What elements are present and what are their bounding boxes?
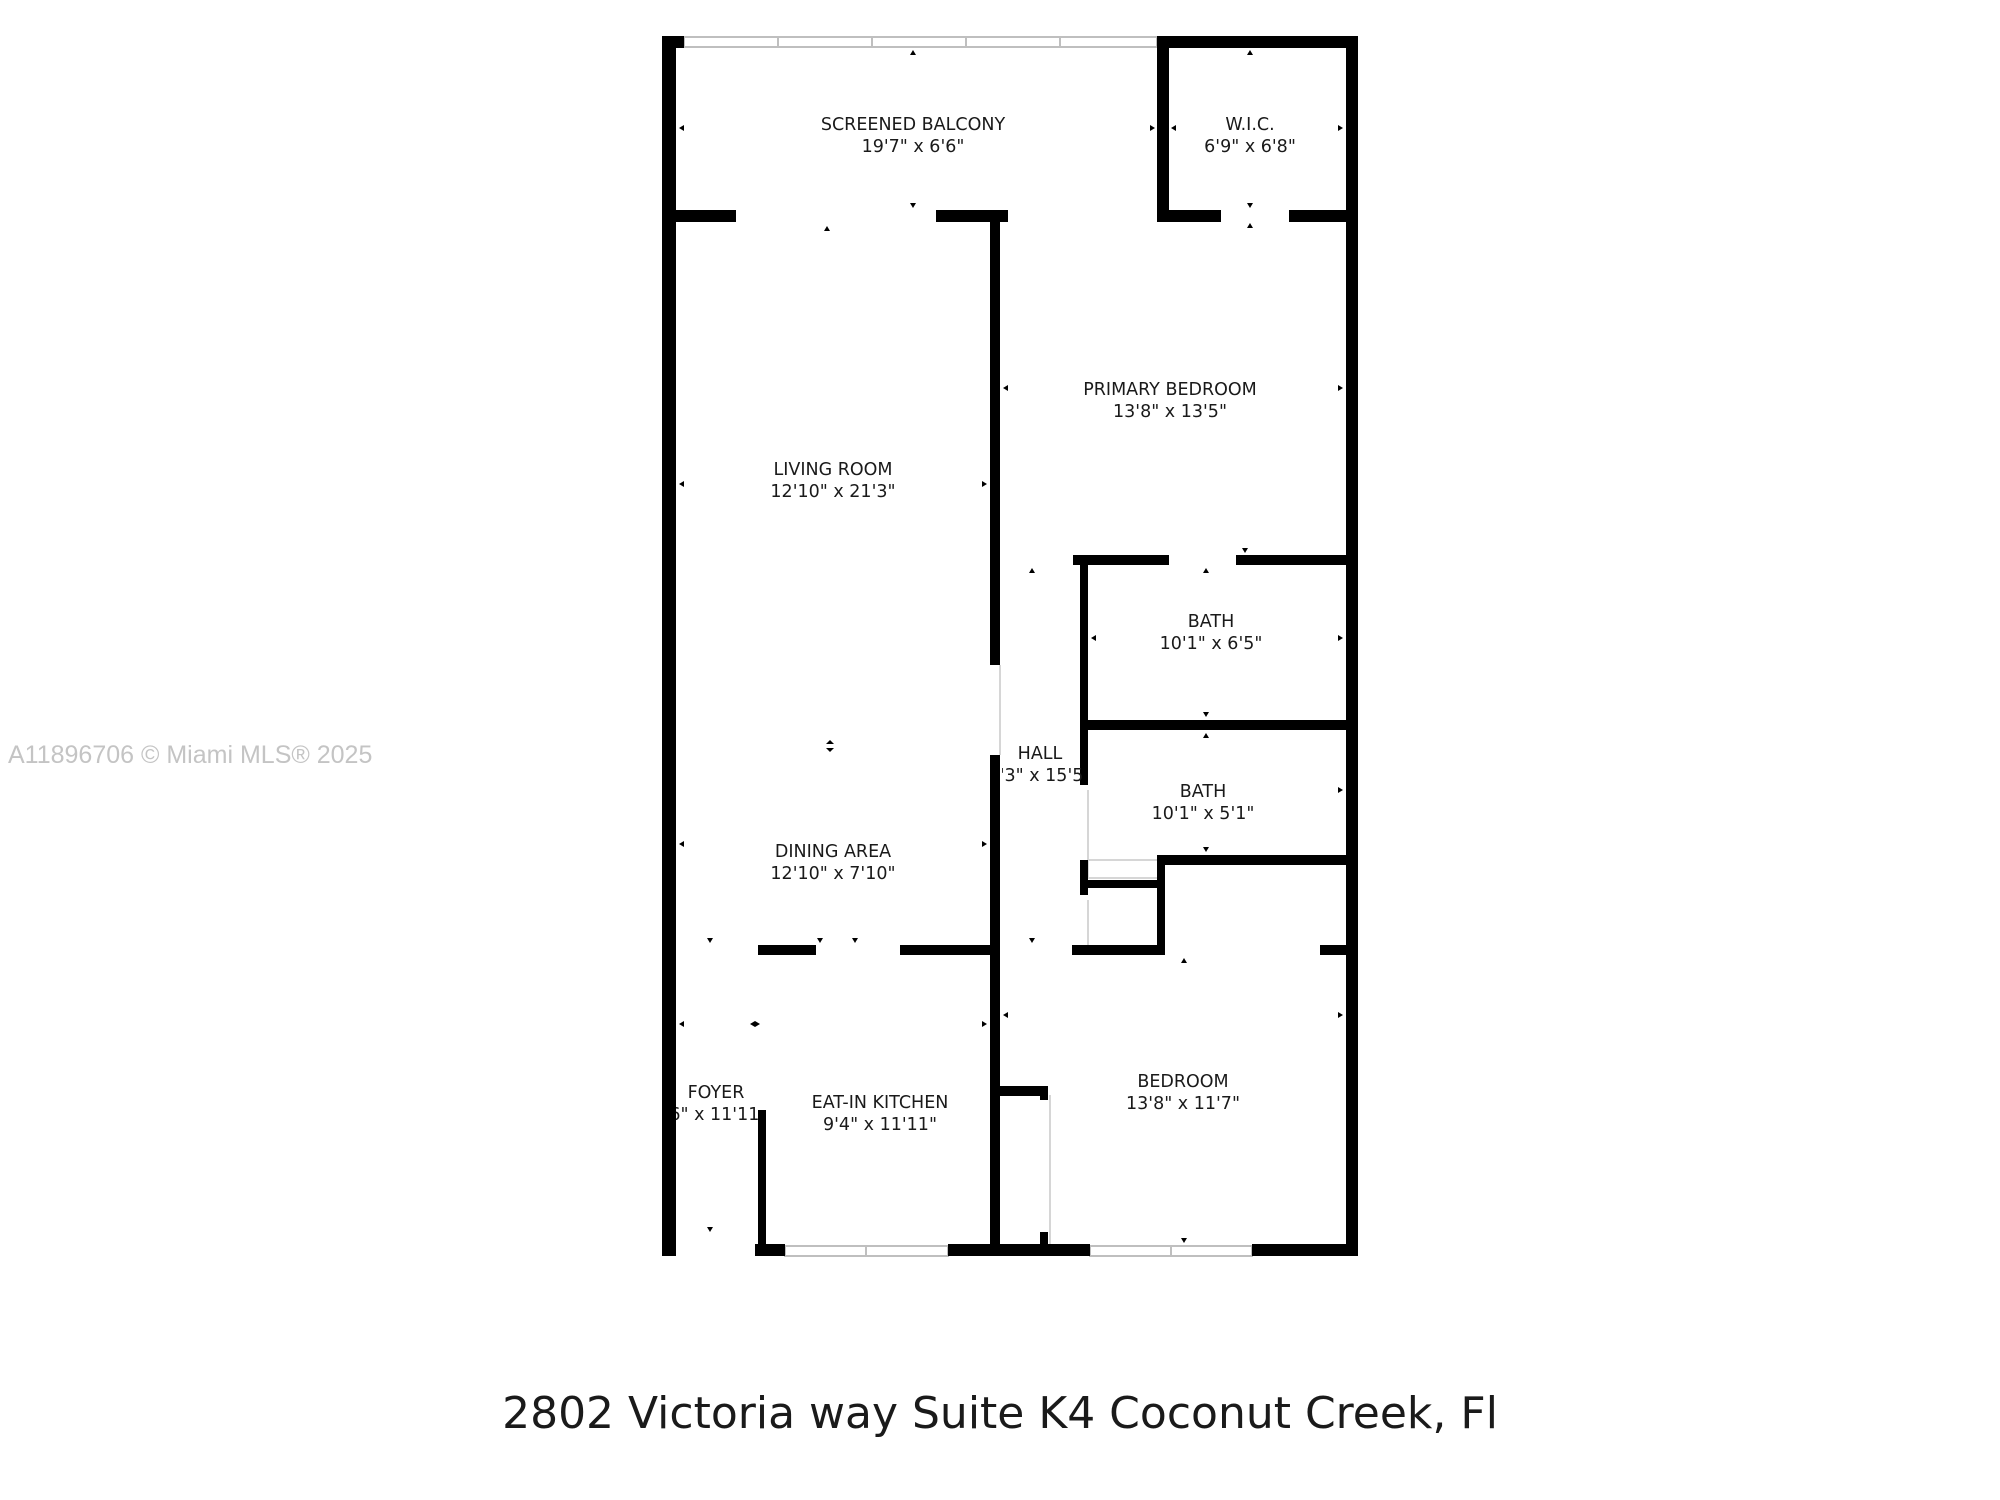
bath-wall-vertical-1 [1080, 555, 1088, 785]
room-dims-eat-in-kitchen: 9'4" x 11'11" [823, 1115, 937, 1135]
bath-wall-vertical-2 [1080, 860, 1088, 895]
foyer-wall [758, 1110, 766, 1256]
room-name-screened-balcony: SCREENED BALCONY [821, 115, 1006, 135]
balcony-wall-1 [662, 210, 736, 222]
room-name-eat-in-kitchen: EAT-IN KITCHEN [812, 1093, 949, 1113]
primary-bedroom-wall-1 [1073, 555, 1169, 565]
room-name-hall: HALL [1018, 744, 1063, 764]
mls-watermark: A11896706 © Miami MLS® 2025 [8, 741, 373, 769]
bath-stub [1080, 880, 1165, 888]
exterior-wall-top-right [1157, 36, 1358, 48]
room-dims-dining-area: 12'10" x 7'10" [770, 864, 895, 884]
exterior-wall-top-left [662, 36, 684, 48]
bedroom-top-wall-2 [1320, 945, 1358, 955]
bedroom-top-wall-1 [1072, 945, 1164, 955]
room-dims-primary-bedroom: 13'8" x 13'5" [1113, 402, 1227, 422]
room-dims-wic: 6'9" x 6'8" [1204, 137, 1296, 157]
balcony-wall-4 [1289, 210, 1358, 222]
room-labels: SCREENED BALCONY 19'7" x 6'6" W.I.C. 6'9… [665, 115, 1296, 1135]
window-mullions [777, 37, 1172, 1256]
living-partition-lower [990, 755, 1000, 1256]
dining-kitchen-wall-1 [758, 945, 816, 955]
room-dims-living-room: 12'10" x 21'3" [770, 482, 895, 502]
room-name-primary-bedroom: PRIMARY BEDROOM [1083, 380, 1257, 400]
room-dims-bath-2: 10'1" x 5'1" [1152, 804, 1255, 824]
room-name-wic: W.I.C. [1225, 115, 1274, 135]
room-name-foyer: FOYER [688, 1083, 745, 1103]
room-name-bath-2: BATH [1180, 782, 1226, 802]
exterior-wall-bottom-2 [948, 1244, 1090, 1256]
dimension-markers [679, 50, 1343, 1243]
bath2-bottom-wall [1160, 855, 1358, 865]
room-name-bath-1: BATH [1188, 612, 1234, 632]
openings [999, 665, 1165, 1245]
room-dims-hall: 3'3" x 15'5" [989, 766, 1092, 786]
living-partition-upper [990, 222, 1000, 665]
exterior-wall-left [662, 36, 676, 1256]
closet-wall [1157, 855, 1165, 955]
bedroom-closet-wall-v [1040, 1086, 1048, 1100]
property-address: 2802 Victoria way Suite K4 Coconut Creek… [502, 1388, 1498, 1439]
dining-kitchen-wall-2 [900, 945, 1000, 955]
balcony-window [683, 36, 1158, 48]
bedroom-closet-stub [1040, 1232, 1048, 1246]
wic-wall [1157, 36, 1169, 222]
room-dims-screened-balcony: 19'7" x 6'6" [862, 137, 965, 157]
balcony-wall-2 [936, 210, 1008, 222]
room-name-bedroom: BEDROOM [1137, 1072, 1228, 1092]
bedroom-closet-wall-h [1000, 1086, 1046, 1096]
balcony-wall-3 [1157, 210, 1221, 222]
primary-bedroom-wall-2 [1236, 555, 1358, 565]
room-dims-foyer: '6" x 11'11" [665, 1105, 768, 1125]
room-name-dining-area: DINING AREA [775, 842, 891, 862]
room-dims-bath-1: 10'1" x 6'5" [1160, 634, 1263, 654]
exterior-wall-bottom-3 [1252, 1244, 1358, 1256]
room-name-living-room: LIVING ROOM [773, 460, 892, 480]
walls [662, 36, 1358, 1256]
room-dims-bedroom: 13'8" x 11'7" [1126, 1094, 1240, 1114]
bath-divider [1080, 720, 1358, 730]
